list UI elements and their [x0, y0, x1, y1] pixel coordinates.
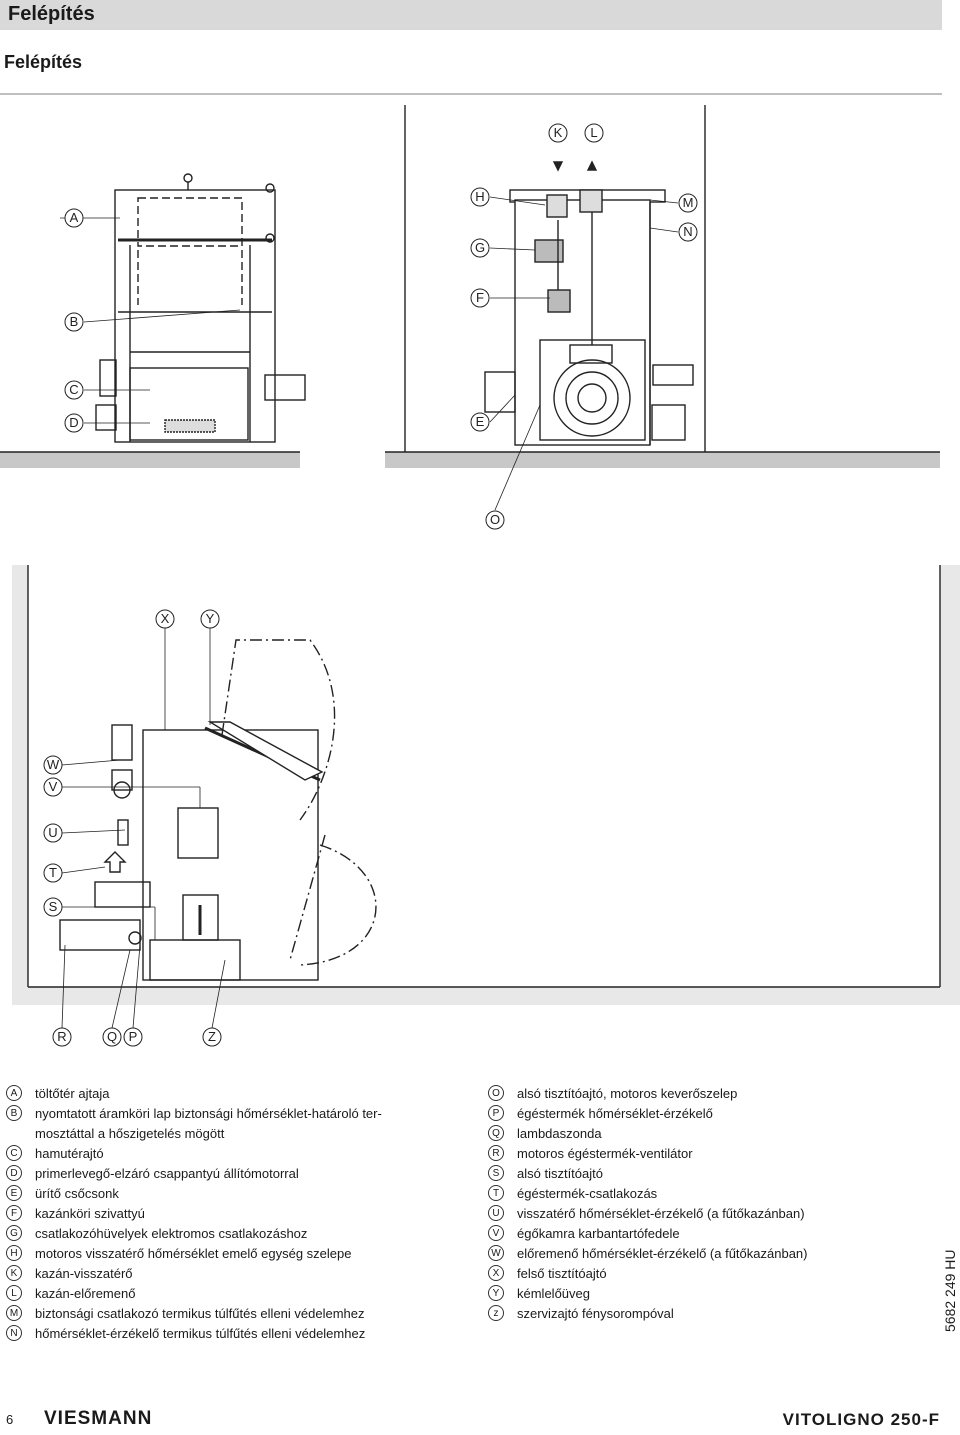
- side-view: [12, 565, 960, 1029]
- callout-U: U: [43, 823, 63, 843]
- svg-text:X: X: [161, 611, 170, 626]
- callout-L: L: [584, 123, 604, 143]
- callout-F: F: [470, 288, 490, 308]
- callout-V: V: [43, 777, 63, 797]
- callout-K: K: [548, 123, 568, 143]
- svg-text:W: W: [47, 757, 60, 772]
- svg-text:U: U: [48, 825, 57, 840]
- boiler-diagram: A B C D H G F E K L M N O X Y W V U T S …: [0, 105, 960, 1047]
- callout-D: D: [64, 413, 84, 433]
- callout-E: E: [470, 412, 490, 432]
- svg-text:E: E: [476, 414, 485, 429]
- svg-text:Y: Y: [206, 611, 215, 626]
- svg-text:B: B: [70, 314, 79, 329]
- document-number: 5682 249 HU: [942, 1249, 958, 1332]
- callout-Z: Z: [202, 1027, 222, 1047]
- callout-Q: Q: [102, 1027, 122, 1047]
- svg-text:C: C: [69, 382, 78, 397]
- svg-text:G: G: [475, 240, 485, 255]
- svg-text:S: S: [49, 899, 58, 914]
- callout-P: P: [123, 1027, 143, 1047]
- svg-text:D: D: [69, 415, 78, 430]
- svg-text:O: O: [490, 512, 500, 527]
- callout-X: X: [155, 609, 175, 629]
- product-name: VITOLIGNO 250-F: [782, 1410, 940, 1429]
- callout-N: N: [678, 222, 698, 242]
- svg-text:A: A: [70, 210, 79, 225]
- brand-logo: VIESMANN: [44, 1408, 153, 1429]
- header-bar: Felépítés: [0, 0, 942, 30]
- header-title: Felépítés: [8, 3, 95, 25]
- svg-text:R: R: [57, 1029, 66, 1044]
- svg-text:P: P: [129, 1029, 138, 1044]
- svg-text:F: F: [476, 290, 484, 305]
- svg-text:Z: Z: [208, 1029, 216, 1044]
- callout-R: R: [52, 1027, 72, 1047]
- svg-text:L: L: [590, 125, 597, 140]
- section-title: Felépítés: [4, 52, 83, 72]
- svg-text:N: N: [683, 224, 692, 239]
- svg-text:V: V: [49, 779, 58, 794]
- callout-T: T: [43, 863, 63, 883]
- section-divider: [0, 93, 942, 95]
- page-number: 6: [6, 1412, 14, 1427]
- callout-B: B: [64, 312, 84, 332]
- front-view: [0, 173, 306, 468]
- svg-text:H: H: [475, 189, 484, 204]
- callout-Y: Y: [200, 609, 220, 629]
- callout-G: G: [470, 238, 490, 258]
- callout-H: H: [470, 187, 490, 207]
- callout-W: W: [43, 755, 63, 775]
- svg-text:M: M: [683, 195, 694, 210]
- svg-text:T: T: [49, 865, 57, 880]
- rear-view: [385, 105, 940, 511]
- callout-A: A: [64, 208, 84, 228]
- callout-S: S: [43, 897, 63, 917]
- svg-text:Q: Q: [107, 1029, 117, 1044]
- callout-C: C: [64, 380, 84, 400]
- callout-O: O: [485, 510, 505, 530]
- svg-text:K: K: [554, 125, 563, 140]
- callout-M: M: [678, 193, 698, 213]
